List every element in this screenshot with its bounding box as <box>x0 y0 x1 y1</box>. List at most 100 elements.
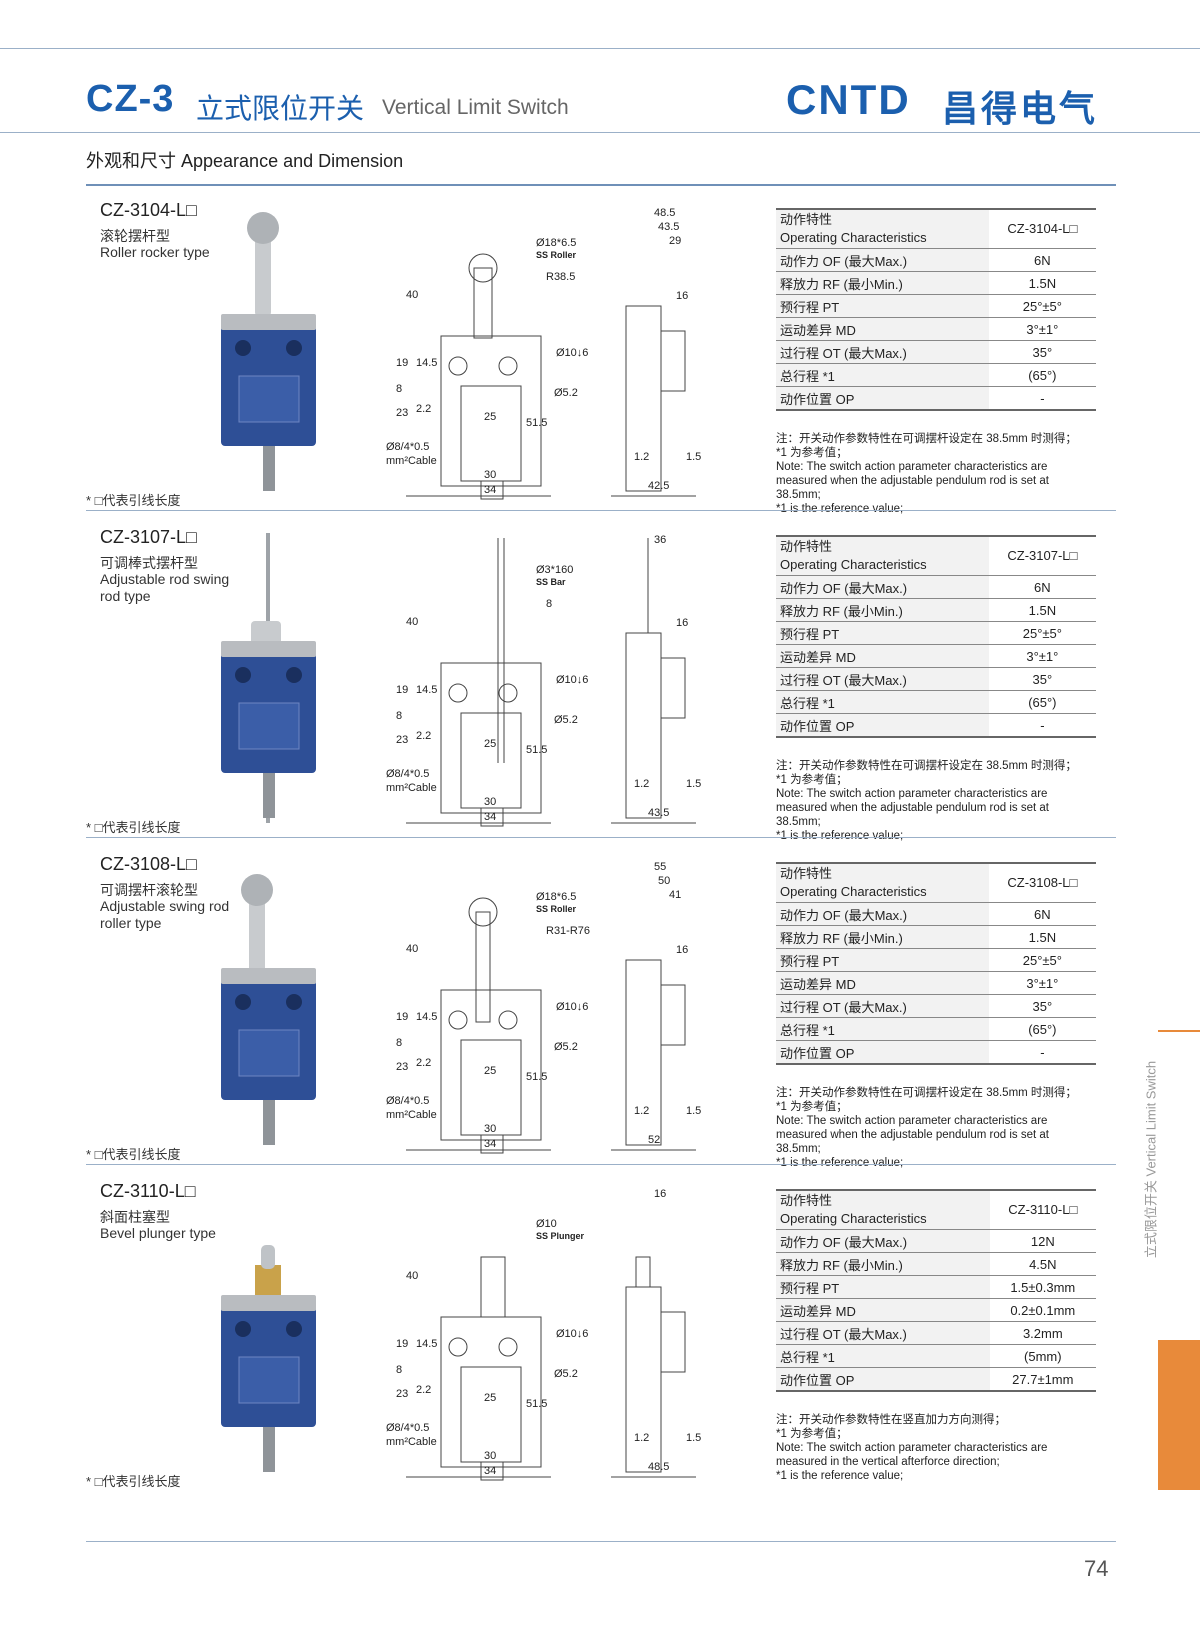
page-number: 74 <box>1084 1556 1109 1581</box>
top-rule <box>0 48 1200 49</box>
notes: 注：开关动作参数特性在可调摆杆设定在 38.5mm 时测得； *1 为参考值； … <box>776 1086 1096 1170</box>
note-ref-chinese: *1 为参考值； <box>776 447 848 459</box>
dim-cable: Ø8/4*0.5 <box>386 768 429 780</box>
dim-cable-unit: mm²Cable <box>386 1436 437 1448</box>
dim-30: 30 <box>484 796 496 808</box>
cable-outlet <box>480 480 504 500</box>
switch-head <box>221 968 316 984</box>
notes: 注：开关动作参数特性在竖直加力方向测得； *1 为参考值； Note: The … <box>776 1413 1096 1483</box>
dim-radius: R38.5 <box>546 271 575 283</box>
side-view-body <box>625 959 662 1146</box>
cable <box>263 773 275 818</box>
table-row: 总行程 *1(5mm) <box>776 1344 1096 1368</box>
block-separator <box>86 1164 1116 1165</box>
section-rule <box>86 184 1116 186</box>
dim-cable: Ø8/4*0.5 <box>386 1095 429 1107</box>
front-view-slot <box>460 385 522 482</box>
dim-cable-unit: mm²Cable <box>386 455 437 467</box>
note-chinese: 注：开关动作参数特性在可调摆杆设定在 38.5mm 时测得； <box>776 760 1077 772</box>
actuator-shape <box>247 212 279 318</box>
dim-hole: Ø10↓6 <box>556 674 588 686</box>
dim-side-width: 16 <box>676 944 688 956</box>
dim-14-5: 14.5 <box>416 357 437 369</box>
dim-cable-unit: mm²Cable <box>386 782 437 794</box>
dim-inner-width: 41 <box>669 889 681 901</box>
mount-hole <box>235 340 251 356</box>
dim-actuator-name: SS Roller <box>536 904 577 914</box>
note-ref-chinese: *1 为参考值； <box>776 774 848 786</box>
side-view-body <box>625 632 662 819</box>
side-view-head <box>660 1311 686 1373</box>
page-header: CZ-3 立式限位开关 Vertical Limit Switch CNTD 昌… <box>0 70 1200 130</box>
dim-23: 23 <box>396 1061 408 1073</box>
label-plate <box>238 375 300 423</box>
dim-hole2: Ø5.2 <box>554 1041 578 1053</box>
drawing-actuator <box>468 897 498 1023</box>
rocker-arm <box>255 226 271 318</box>
side-label: 立式限位开关 Vertical Limit Switch <box>1130 1040 1159 1280</box>
side-view-head <box>660 984 686 1046</box>
note-ref-english: *1 is the reference value; <box>776 1157 904 1169</box>
table-row: 释放力 RF (最小Min.)1.5N <box>776 925 1096 949</box>
label-plate <box>238 702 300 750</box>
dim-actuator-diameter: Ø3*160 <box>536 564 573 576</box>
dim-2-2: 2.2 <box>416 1384 431 1396</box>
dim-1-2: 1.2 <box>634 451 649 463</box>
dim-34: 34 <box>484 1465 496 1477</box>
roller <box>241 874 273 906</box>
table-row: 总行程 *1(65°) <box>776 1017 1096 1041</box>
dim-25: 25 <box>484 738 496 750</box>
note-english: Note: The switch action parameter charac… <box>776 461 1049 501</box>
dim-hole: Ø10↓6 <box>556 347 588 359</box>
front-hole-right <box>498 1337 518 1357</box>
dim-mid-width: 43.5 <box>658 221 679 233</box>
table-header-model: CZ-3108-L□ <box>988 862 1096 903</box>
brand-logo: CNTD <box>786 76 911 123</box>
side-view-head <box>660 657 686 719</box>
label-plate <box>238 1356 300 1404</box>
front-view-body <box>440 335 542 487</box>
dim-30: 30 <box>484 1450 496 1462</box>
front-view-slot <box>460 1366 522 1463</box>
front-hole-right <box>498 1010 518 1030</box>
arm-outline <box>473 267 493 339</box>
product-photo <box>221 212 316 491</box>
side-label-text: 立式限位开关 Vertical Limit Switch <box>1143 1060 1159 1259</box>
dim-8: 8 <box>396 1364 402 1376</box>
dim-hole: Ø10↓6 <box>556 1001 588 1013</box>
front-hole-right <box>498 356 518 376</box>
brand-logo-chinese: 昌得电气 <box>942 88 1099 129</box>
front-hole-left <box>448 1337 468 1357</box>
table-row: 动作位置 OP- <box>776 713 1096 738</box>
dim-34: 34 <box>484 484 496 496</box>
dim-2-2: 2.2 <box>416 1057 431 1069</box>
dim-1-5: 1.5 <box>686 451 701 463</box>
note-english: Note: The switch action parameter charac… <box>776 788 1049 828</box>
table-row: 动作力 OF (最大Max.)6N <box>776 575 1096 599</box>
mount-hole <box>286 667 302 683</box>
roller-outline <box>468 897 498 927</box>
block-separator <box>86 510 1116 511</box>
dim-1-5: 1.5 <box>686 1432 701 1444</box>
mount-hole <box>286 994 302 1010</box>
dim-actuator-name: SS Plunger <box>536 1231 585 1241</box>
dim-left-width: 40 <box>406 1270 418 1282</box>
dim-actuator-diameter: Ø18*6.5 <box>536 237 576 249</box>
table-row: 过行程 OT (最大Max.)3.2mm <box>776 1321 1096 1345</box>
dim-8: 8 <box>396 1037 402 1049</box>
type-chinese: 斜面柱塞型 <box>100 1209 170 1225</box>
mount-hole <box>235 994 251 1010</box>
dim-1-2: 1.2 <box>634 1105 649 1117</box>
title-chinese: 立式限位开关 <box>196 93 365 124</box>
table-row: 释放力 RF (最小Min.)4.5N <box>776 1252 1096 1276</box>
dim-actuator-diameter: Ø18*6.5 <box>536 891 576 903</box>
dim-1-2: 1.2 <box>634 778 649 790</box>
